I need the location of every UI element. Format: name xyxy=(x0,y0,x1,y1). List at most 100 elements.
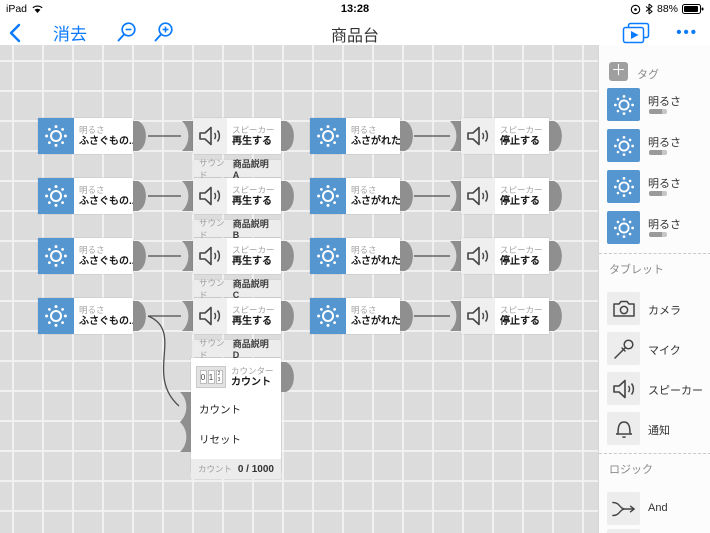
bell-icon xyxy=(615,420,632,438)
speaker-node[interactable]: スピーカー 再生する xyxy=(193,298,281,334)
input-connector[interactable] xyxy=(446,181,461,211)
section-divider xyxy=(599,253,710,254)
brightness-icon xyxy=(38,118,74,154)
output-connector[interactable] xyxy=(549,241,566,271)
sound-setting-strip[interactable]: サウンド 商品説明C xyxy=(193,278,281,300)
sidebar-item-mic[interactable] xyxy=(607,332,640,365)
output-connector[interactable] xyxy=(400,181,417,211)
counter-node[interactable]: 0 1 2 3 カウンター カウント カウント リセット カウント 0 / 10… xyxy=(191,358,281,479)
input-connector[interactable] xyxy=(178,241,193,271)
page-title: 商品台 xyxy=(330,28,379,45)
more-menu-icon[interactable]: ••• xyxy=(676,24,698,41)
output-connector[interactable] xyxy=(400,121,417,151)
node-texts: 明るさ ふさぐもの... xyxy=(74,118,133,154)
brightness-tag-node[interactable]: 明るさ ふさぐもの... xyxy=(38,178,133,214)
zoom-in-icon[interactable] xyxy=(152,21,175,44)
counter-footer-label: カウント xyxy=(198,464,233,474)
sidebar-brightness-tag[interactable] xyxy=(607,129,640,162)
output-connector[interactable] xyxy=(133,181,150,211)
add-tag-button[interactable]: ＋ xyxy=(609,62,628,81)
wire-to-counter[interactable] xyxy=(147,315,180,407)
speaker-node[interactable]: スピーカー 停止する xyxy=(461,118,549,154)
run-demo-icon[interactable] xyxy=(622,22,650,44)
microphone-icon xyxy=(613,338,634,359)
status-right: 88% xyxy=(630,3,704,15)
brightness-tag-node[interactable]: 明るさ ふさがれたら xyxy=(310,178,400,214)
input-connector[interactable] xyxy=(178,121,193,151)
node-texts: 明るさ ふさがれたら xyxy=(346,238,400,274)
speaker-icon xyxy=(461,178,495,214)
input-connector[interactable] xyxy=(178,181,193,211)
speaker-node[interactable]: スピーカー 停止する xyxy=(461,178,549,214)
battery-level-indicator xyxy=(649,109,667,114)
brightness-tag-node[interactable]: 明るさ ふさがれたら xyxy=(310,298,400,334)
tag-label: 明るさ xyxy=(648,219,681,231)
sidebar-item-speaker[interactable] xyxy=(607,372,640,405)
brightness-tag-node[interactable]: 明るさ ふさがれたら xyxy=(310,118,400,154)
output-connector[interactable] xyxy=(133,301,150,331)
logic-section-header: ロジック xyxy=(609,464,653,476)
sidebar-brightness-tag[interactable] xyxy=(607,211,640,244)
counter-footer[interactable]: カウント 0 / 1000 xyxy=(191,459,281,479)
sidebar-item-camera[interactable] xyxy=(607,292,640,325)
sound-setting-strip[interactable]: サウンド 商品説明A xyxy=(193,158,281,180)
output-connector[interactable] xyxy=(281,301,298,331)
input-connector[interactable] xyxy=(446,301,461,331)
wifi-icon xyxy=(32,5,43,13)
output-connector[interactable] xyxy=(133,241,150,271)
sound-setting-strip[interactable]: サウンド 商品説明D xyxy=(193,338,281,360)
output-connector[interactable] xyxy=(549,121,566,151)
back-chevron-icon[interactable] xyxy=(8,23,21,43)
sound-setting-strip[interactable]: サウンド 商品説明B xyxy=(193,218,281,240)
sidebar-brightness-tag[interactable] xyxy=(607,88,640,121)
speaker-node[interactable]: スピーカー 再生する xyxy=(193,178,281,214)
speaker-icon xyxy=(193,118,227,154)
output-connector[interactable] xyxy=(281,362,298,392)
node-action-label: 停止する xyxy=(500,316,540,327)
input-connector[interactable] xyxy=(178,301,193,331)
speaker-icon xyxy=(461,238,495,274)
node-action-label: 再生する xyxy=(232,196,272,207)
clear-button[interactable]: 消去 xyxy=(53,25,87,44)
reset-input-connector[interactable] xyxy=(176,422,191,452)
node-type-label: 明るさ xyxy=(79,185,105,195)
speaker-node[interactable]: スピーカー 再生する xyxy=(193,238,281,274)
node-type-label: スピーカー xyxy=(500,125,543,135)
sidebar-brightness-tag[interactable] xyxy=(607,170,640,203)
brightness-icon xyxy=(310,238,346,274)
node-trigger-label: ふさがれたら xyxy=(351,256,400,267)
speaker-node[interactable]: スピーカー 停止する xyxy=(461,238,549,274)
node-texts: スピーカー 停止する xyxy=(495,178,549,214)
brightness-tag-node[interactable]: 明るさ ふさぐもの... xyxy=(38,298,133,334)
node-type-label: 明るさ xyxy=(351,305,377,315)
output-connector[interactable] xyxy=(281,241,298,271)
output-connector[interactable] xyxy=(400,241,417,271)
sound-value: 商品説明D xyxy=(232,339,269,360)
sidebar-item-and[interactable] xyxy=(607,492,640,525)
count-input-connector[interactable] xyxy=(176,392,191,422)
brightness-tag-node[interactable]: 明るさ ふさがれたら xyxy=(310,238,400,274)
speaker-node[interactable]: スピーカー 再生する xyxy=(193,118,281,154)
output-connector[interactable] xyxy=(549,181,566,211)
output-connector[interactable] xyxy=(281,181,298,211)
recipe-canvas[interactable]: 明るさ ふさぐもの... スピーカー 再生する サウンド 商品説明A xyxy=(0,45,598,533)
device-label: iPad xyxy=(6,3,28,15)
counter-icon: 0 1 2 3 xyxy=(196,366,226,388)
node-type-label: スピーカー xyxy=(500,185,543,195)
sidebar-item-partial[interactable] xyxy=(607,529,640,533)
sound-value: 商品説明C xyxy=(232,279,269,300)
sidebar-item-notification[interactable] xyxy=(607,412,640,445)
speaker-node[interactable]: スピーカー 停止する xyxy=(461,298,549,334)
node-trigger-label: ふさぐもの... xyxy=(79,256,133,267)
output-connector[interactable] xyxy=(133,121,150,151)
brightness-tag-node[interactable]: 明るさ ふさぐもの... xyxy=(38,118,133,154)
zoom-out-icon[interactable] xyxy=(115,21,138,44)
sound-label: サウンド xyxy=(199,277,225,300)
output-connector[interactable] xyxy=(400,301,417,331)
input-connector[interactable] xyxy=(446,241,461,271)
brightness-tag-node[interactable]: 明るさ ふさぐもの... xyxy=(38,238,133,274)
output-connector[interactable] xyxy=(281,121,298,151)
output-connector[interactable] xyxy=(549,301,566,331)
tablet-item-label: 通知 xyxy=(648,425,670,437)
input-connector[interactable] xyxy=(446,121,461,151)
